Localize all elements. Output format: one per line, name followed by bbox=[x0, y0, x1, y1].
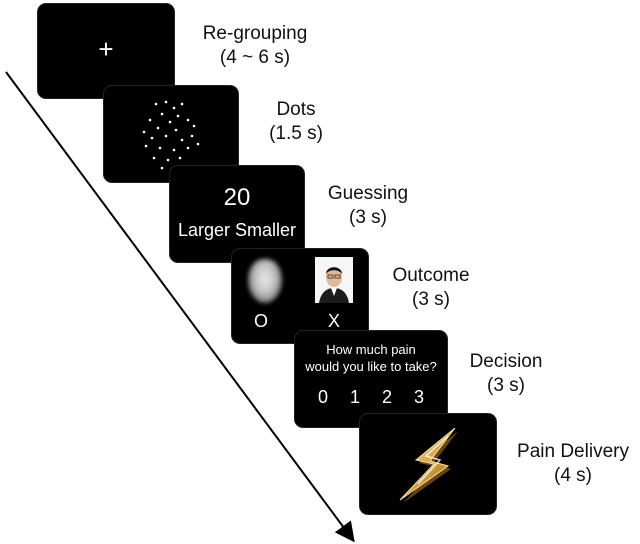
dot bbox=[174, 128, 178, 132]
pain-choices: 0 1 2 3 bbox=[307, 387, 435, 408]
dot bbox=[142, 130, 146, 134]
step-duration: (4 s) bbox=[554, 465, 592, 486]
step-name: Dots bbox=[276, 99, 316, 120]
step-name: Decision bbox=[469, 351, 543, 372]
step-name: Pain Delivery bbox=[517, 441, 629, 462]
question-line-1: How much pain bbox=[326, 342, 416, 357]
dot bbox=[144, 144, 148, 148]
step-duration: (3 s) bbox=[487, 375, 525, 396]
question-line-2: would you like to take? bbox=[305, 359, 437, 374]
label-decision: Decision (3 s) bbox=[456, 350, 556, 398]
dot bbox=[166, 158, 170, 162]
label-guessing: Guessing (3 s) bbox=[318, 182, 418, 230]
dot-cloud bbox=[142, 100, 200, 172]
dot bbox=[164, 134, 168, 138]
dot bbox=[154, 102, 158, 106]
step-name: Outcome bbox=[392, 265, 470, 286]
dot bbox=[160, 112, 164, 116]
outcome-mark-o: O bbox=[254, 311, 269, 331]
screen-pain-delivery bbox=[360, 414, 496, 514]
dot bbox=[158, 146, 162, 150]
dot bbox=[178, 156, 182, 160]
choice-0: 0 bbox=[317, 387, 328, 407]
choice-1: 1 bbox=[349, 387, 360, 407]
dot bbox=[186, 118, 190, 122]
step-name: Guessing bbox=[327, 183, 409, 204]
dot bbox=[168, 120, 172, 124]
choice-3: 3 bbox=[413, 387, 424, 407]
partner-photo bbox=[315, 257, 353, 303]
label-regrouping: Re-grouping (4 ~ 6 s) bbox=[190, 22, 320, 70]
dot bbox=[156, 126, 160, 130]
dot bbox=[196, 142, 200, 146]
dot bbox=[186, 146, 190, 150]
larger-smaller-options: Larger Smaller bbox=[177, 220, 297, 240]
step-duration: (1.5 s) bbox=[269, 123, 323, 144]
step-name: Re-grouping bbox=[202, 23, 308, 44]
dot bbox=[148, 118, 152, 122]
screen-outcome: O X bbox=[232, 249, 368, 343]
dot bbox=[176, 114, 180, 118]
dot bbox=[180, 102, 184, 106]
label-dots: Dots (1.5 s) bbox=[256, 98, 336, 146]
dot bbox=[160, 166, 164, 170]
lightning-bolt-icon bbox=[399, 427, 458, 503]
dot bbox=[172, 106, 176, 110]
dot bbox=[192, 124, 196, 128]
step-duration: (4 ~ 6 s) bbox=[219, 47, 291, 68]
fixation-cross: + bbox=[98, 34, 114, 64]
dot bbox=[190, 134, 194, 138]
outcome-mark-x: X bbox=[328, 311, 341, 331]
target-number: 20 bbox=[223, 184, 251, 211]
choice-2: 2 bbox=[381, 387, 392, 407]
blurred-face-icon bbox=[248, 259, 282, 303]
step-duration: (3 s) bbox=[349, 207, 387, 228]
step-duration: (3 s) bbox=[412, 289, 450, 310]
label-pain-delivery: Pain Delivery (4 s) bbox=[510, 440, 636, 488]
screen-decision: How much pain would you like to take? 0 … bbox=[295, 331, 447, 427]
screen-guessing: 20 Larger Smaller bbox=[170, 166, 304, 262]
dot bbox=[164, 100, 168, 104]
dot bbox=[150, 136, 154, 140]
dot bbox=[180, 138, 184, 142]
dot bbox=[152, 156, 156, 160]
label-outcome: Outcome (3 s) bbox=[386, 264, 476, 312]
dot bbox=[172, 148, 176, 152]
person-portrait-icon bbox=[315, 257, 353, 303]
screen-regrouping: + bbox=[38, 4, 174, 98]
